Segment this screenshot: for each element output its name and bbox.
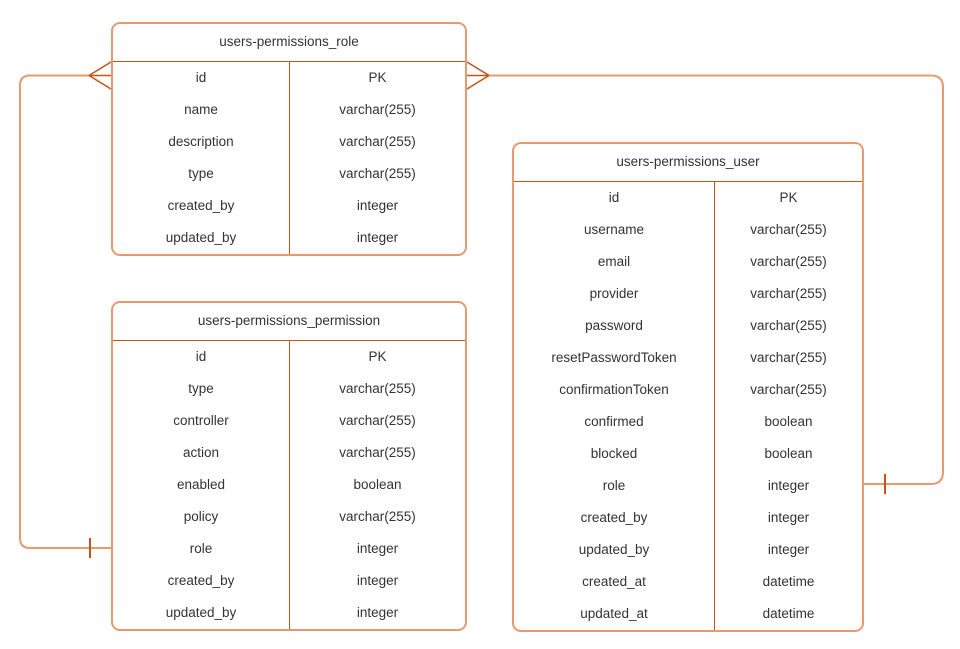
- field-name: email: [597, 254, 631, 269]
- field-type: varchar(255): [714, 310, 862, 342]
- field-row-id: id PK: [514, 182, 862, 214]
- field-name: updated_by: [165, 605, 237, 620]
- field-name: name: [184, 102, 218, 117]
- field-name: type: [188, 166, 214, 181]
- field-type: integer: [289, 597, 465, 629]
- field-row-action: action varchar(255): [113, 437, 465, 469]
- field-type: integer: [289, 565, 465, 597]
- field-name: policy: [183, 509, 219, 524]
- field-type: integer: [714, 502, 862, 534]
- field-rows: id PK type varchar(255) controller varchar(25…: [113, 341, 465, 629]
- field-type: boolean: [714, 406, 862, 438]
- field-type: varchar(255): [714, 246, 862, 278]
- field-name: role: [602, 478, 626, 493]
- field-row-confirmationToken: confirmationToken varchar(255): [514, 374, 862, 406]
- field-type: varchar(255): [289, 158, 465, 190]
- table-title: users-permissions_permission: [113, 303, 465, 341]
- field-type: datetime: [714, 566, 862, 598]
- field-type: varchar(255): [714, 214, 862, 246]
- field-name: id: [195, 70, 207, 85]
- field-row-updated_at: updated_at datetime: [514, 598, 862, 630]
- field-name: provider: [589, 286, 639, 301]
- field-type: PK: [714, 182, 862, 214]
- field-type: PK: [289, 62, 465, 94]
- field-name: created_by: [167, 573, 235, 588]
- field-name: type: [188, 381, 214, 396]
- field-row-id: id PK: [113, 62, 465, 94]
- field-row-email: email varchar(255): [514, 246, 862, 278]
- field-name: confirmed: [584, 414, 644, 429]
- crows-foot-many-icon: [88, 61, 112, 90]
- field-row-updated_by: updated_by integer: [514, 534, 862, 566]
- field-row-updated_by: updated_by integer: [113, 222, 465, 254]
- field-row-type: type varchar(255): [113, 373, 465, 405]
- field-name: id: [195, 349, 207, 364]
- field-row-enabled: enabled boolean: [113, 469, 465, 501]
- field-row-blocked: blocked boolean: [514, 438, 862, 470]
- field-type: integer: [289, 222, 465, 254]
- field-row-description: description varchar(255): [113, 126, 465, 158]
- crows-foot-many-icon: [466, 61, 490, 90]
- field-row-updated_by: updated_by integer: [113, 597, 465, 629]
- field-rows: id PK username varchar(255) email varchar(255…: [514, 182, 862, 630]
- field-type: varchar(255): [714, 342, 862, 374]
- field-name: blocked: [590, 446, 638, 461]
- field-type: integer: [289, 533, 465, 565]
- field-row-password: password varchar(255): [514, 310, 862, 342]
- field-name: created_at: [582, 574, 646, 589]
- field-name: controller: [173, 413, 229, 428]
- field-name: updated_at: [580, 606, 648, 621]
- field-row-resetPasswordToken: resetPasswordToken varchar(255): [514, 342, 862, 374]
- field-type: boolean: [714, 438, 862, 470]
- field-name: created_by: [580, 510, 648, 525]
- field-type: varchar(255): [289, 405, 465, 437]
- field-row-username: username varchar(255): [514, 214, 862, 246]
- field-rows: id PK name varchar(255) description varchar(2…: [113, 62, 465, 254]
- field-row-created_by: created_by integer: [113, 565, 465, 597]
- field-type: varchar(255): [289, 94, 465, 126]
- table-title: users-permissions_user: [514, 144, 862, 182]
- field-name: description: [168, 134, 234, 149]
- field-name: confirmationToken: [559, 382, 669, 397]
- field-row-created_at: created_at datetime: [514, 566, 862, 598]
- field-type: varchar(255): [289, 373, 465, 405]
- field-type: varchar(255): [714, 278, 862, 310]
- field-type: varchar(255): [289, 437, 465, 469]
- entity-table-users-permissions-role: users-permissions_role id PK name varchar(2…: [111, 22, 467, 256]
- field-row-controller: controller varchar(255): [113, 405, 465, 437]
- field-name: created_by: [167, 198, 235, 213]
- field-row-role: role integer: [514, 470, 862, 502]
- entity-table-users-permissions-user: users-permissions_user id PK username varch…: [512, 142, 864, 632]
- field-name: username: [583, 222, 645, 237]
- field-row-created_by: created_by integer: [514, 502, 862, 534]
- field-type: varchar(255): [714, 374, 862, 406]
- field-name: role: [189, 541, 213, 556]
- field-row-confirmed: confirmed boolean: [514, 406, 862, 438]
- field-type: integer: [714, 470, 862, 502]
- field-type: PK: [289, 341, 465, 373]
- field-name: updated_by: [165, 230, 237, 245]
- table-title: users-permissions_role: [113, 24, 465, 62]
- field-type: datetime: [714, 598, 862, 630]
- field-name: updated_by: [578, 542, 650, 557]
- field-type: integer: [714, 534, 862, 566]
- field-name: enabled: [176, 477, 226, 492]
- field-name: password: [585, 318, 643, 333]
- field-name: action: [182, 445, 220, 460]
- field-type: boolean: [289, 469, 465, 501]
- field-type: varchar(255): [289, 501, 465, 533]
- field-row-type: type varchar(255): [113, 158, 465, 190]
- field-name: id: [608, 190, 620, 205]
- field-type: integer: [289, 190, 465, 222]
- field-row-provider: provider varchar(255): [514, 278, 862, 310]
- field-row-id: id PK: [113, 341, 465, 373]
- field-row-name: name varchar(255): [113, 94, 465, 126]
- field-row-policy: policy varchar(255): [113, 501, 465, 533]
- relationship-line-role-permission: [19, 74, 111, 549]
- field-name: resetPasswordToken: [551, 350, 677, 365]
- field-row-created_by: created_by integer: [113, 190, 465, 222]
- entity-table-users-permissions-permission: users-permissions_permission id PK type var…: [111, 301, 467, 631]
- field-row-role: role integer: [113, 533, 465, 565]
- field-type: varchar(255): [289, 126, 465, 158]
